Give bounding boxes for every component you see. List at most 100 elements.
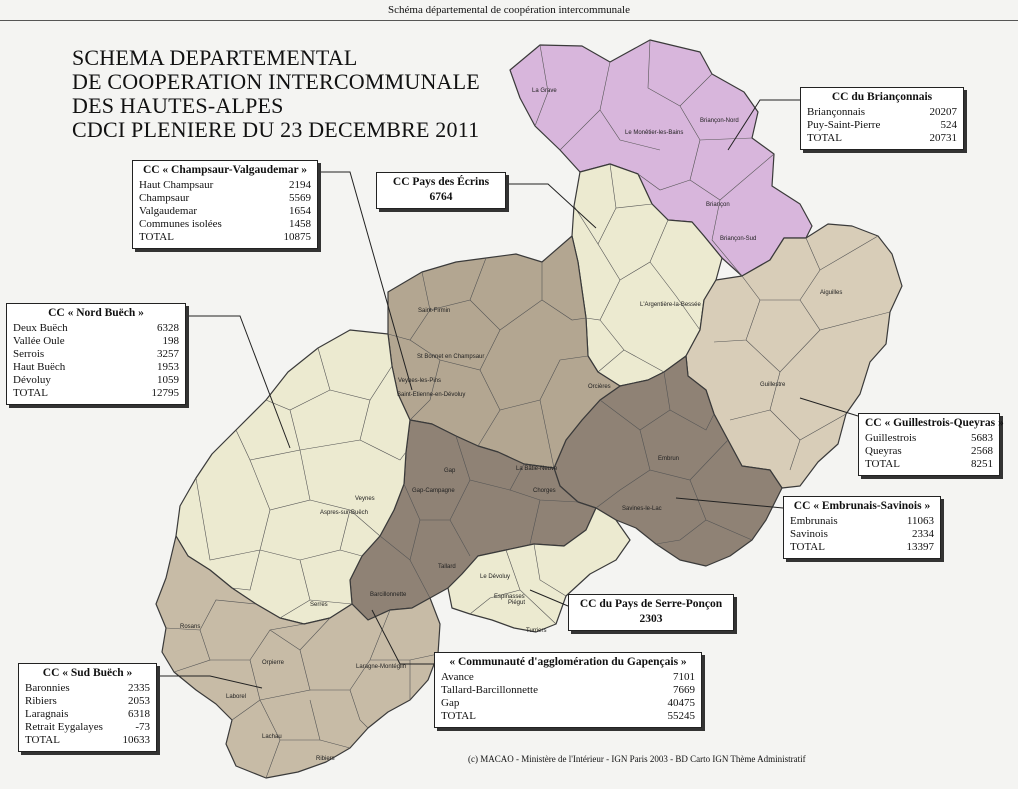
- map-label: Orcières: [588, 384, 611, 390]
- row-value: 1059: [157, 374, 179, 386]
- row-value: 10633: [122, 734, 151, 746]
- row-value: 5683: [971, 432, 993, 444]
- commune-border: [529, 499, 541, 545]
- map-credit: (c) MACAO - Ministère de l'Intérieur - I…: [468, 754, 806, 764]
- row-label: Valgaudemar: [139, 205, 198, 217]
- row-value: 55245: [667, 710, 696, 722]
- box-row: TOTAL 55245: [441, 710, 695, 723]
- row-value: 11063: [906, 515, 934, 527]
- map-label: Le Monêtier-les-Bains: [625, 130, 683, 136]
- commune-border: [623, 349, 665, 373]
- row-value: 2194: [289, 179, 311, 191]
- box-cc-pays-des-ecrins: CC Pays des Écrins 6764: [376, 172, 506, 209]
- box-title: CC du Pays de Serre-Ponçon: [579, 598, 723, 610]
- box-cc-guillestrois-queyras: CC « Guillestrois-Queyras » Guillestrois…: [858, 413, 1004, 476]
- row-label: TOTAL: [25, 734, 60, 746]
- commune-border: [409, 359, 441, 421]
- row-label: Briançonnais: [807, 106, 866, 118]
- box-title: « Communauté d'agglomération du Gapençai…: [449, 656, 687, 668]
- row-label: Serrois: [13, 348, 45, 360]
- map-label: Le Dévoluy: [480, 574, 510, 580]
- row-value: 1654: [289, 205, 311, 217]
- map-label: Orpierre: [262, 660, 285, 666]
- map-label: Tallard: [438, 564, 456, 570]
- box-value: 2303: [639, 613, 663, 625]
- box-row: TOTAL 10633: [25, 734, 150, 747]
- commune-border: [534, 44, 549, 127]
- box-title: CC « Champsaur-Valgaudemar »: [142, 164, 308, 176]
- commune-border: [409, 559, 431, 599]
- region-sud-buech: [155, 535, 441, 779]
- commune-border: [669, 409, 715, 431]
- commune-border: [165, 599, 257, 631]
- map-label: Veynes: [355, 496, 375, 502]
- box-row: Deux Buëch 6328: [13, 322, 179, 335]
- row-label: Communes isolées: [139, 218, 222, 230]
- commune-border: [599, 61, 661, 151]
- row-value: -73: [135, 721, 150, 733]
- map-label: Laborel: [226, 694, 246, 700]
- row-label: Baronnies: [25, 682, 70, 694]
- title-line: SCHEMA DEPARTEMENTAL: [72, 45, 358, 70]
- title-line: CDCI PLENIERE DU 23 DECEMBRE 2011: [72, 117, 480, 142]
- commune-border: [789, 439, 801, 471]
- row-value: 3257: [157, 348, 179, 360]
- map-label: Barcillonnette: [370, 592, 407, 598]
- map-label: L'Argentière-la-Bessée: [640, 302, 702, 308]
- commune-border: [559, 109, 601, 151]
- commune-border: [259, 509, 351, 561]
- commune-border: [309, 599, 353, 605]
- commune-border: [231, 549, 261, 591]
- map-label: La Grave: [532, 88, 557, 94]
- map-label: Savines-le-Lac: [622, 506, 662, 512]
- title-line: DES HAUTES-ALPES: [72, 93, 284, 118]
- row-label: Embrunais: [790, 515, 838, 527]
- row-label: TOTAL: [139, 231, 174, 243]
- map-label: Rosans: [180, 624, 200, 630]
- map-label: Briançon: [706, 202, 730, 208]
- commune-border: [599, 371, 671, 431]
- row-label: Gap: [441, 697, 460, 709]
- commune-border: [477, 409, 501, 447]
- row-label: TOTAL: [441, 710, 476, 722]
- row-value: 198: [162, 335, 180, 347]
- row-label: Laragnais: [25, 708, 69, 720]
- map-label: Turriers: [526, 628, 546, 634]
- row-label: Ribiers: [25, 695, 57, 707]
- header-text: Schéma départemental de coopération inte…: [388, 4, 630, 16]
- row-value: 2568: [971, 445, 993, 457]
- map-label: Chorges: [533, 488, 556, 494]
- row-value: 6328: [157, 322, 179, 334]
- row-value: 6318: [128, 708, 150, 720]
- commune-border: [249, 449, 311, 511]
- page-title: SCHEMA DEPARTEMENTAL DE COOPERATION INTE…: [72, 46, 480, 142]
- commune-border: [639, 429, 729, 481]
- map-label: Serres: [310, 602, 328, 608]
- commune-borders: [165, 39, 891, 779]
- row-label: Savinois: [790, 528, 828, 540]
- commune-border: [469, 589, 521, 615]
- commune-border: [637, 173, 691, 191]
- row-label: Deux Buëch: [13, 322, 68, 334]
- commune-border: [539, 399, 555, 469]
- row-label: Tallard-Barcillonnette: [441, 684, 538, 696]
- commune-border: [449, 519, 471, 557]
- commune-border: [359, 439, 407, 461]
- map-label: Aiguilles: [820, 290, 842, 296]
- row-label: Haut Champsaur: [139, 179, 214, 191]
- commune-border: [309, 699, 321, 741]
